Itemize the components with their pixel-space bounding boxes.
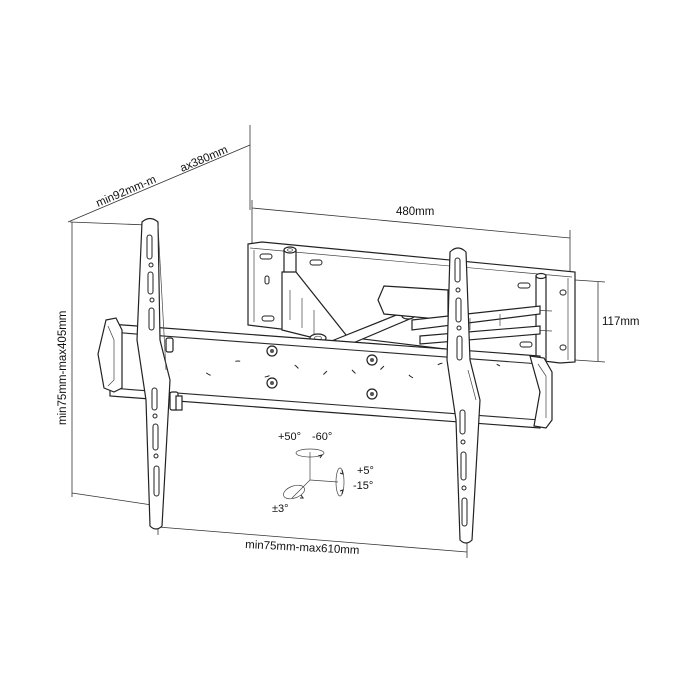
rotation-axes-icon (283, 448, 345, 500)
swivel-left-label: +50° (278, 431, 301, 443)
tv-crossbar (97, 317, 553, 429)
level-adjust-label: ±3° (272, 503, 289, 515)
tilt-down-label: -15° (353, 480, 373, 492)
bolt-icon (266, 345, 378, 400)
right-vertical-arm (446, 247, 481, 544)
swivel-right-label: -60° (312, 431, 332, 443)
vertical-spacing-label: min75mm-max405mm (57, 311, 69, 425)
wall-plate-width-label: 480mm (396, 206, 434, 218)
articulating-arms (281, 271, 541, 347)
horizontal-spacing-label: min75mm-max610mm (245, 539, 360, 557)
tilt-up-label: +5° (357, 465, 374, 477)
arm-extension-max-label: ax380mm (178, 144, 229, 175)
left-vertical-arm (136, 217, 183, 530)
arm-extension-min-label: min92mm-m (94, 174, 158, 210)
wall-plate-height-label: 117mm (602, 316, 640, 328)
